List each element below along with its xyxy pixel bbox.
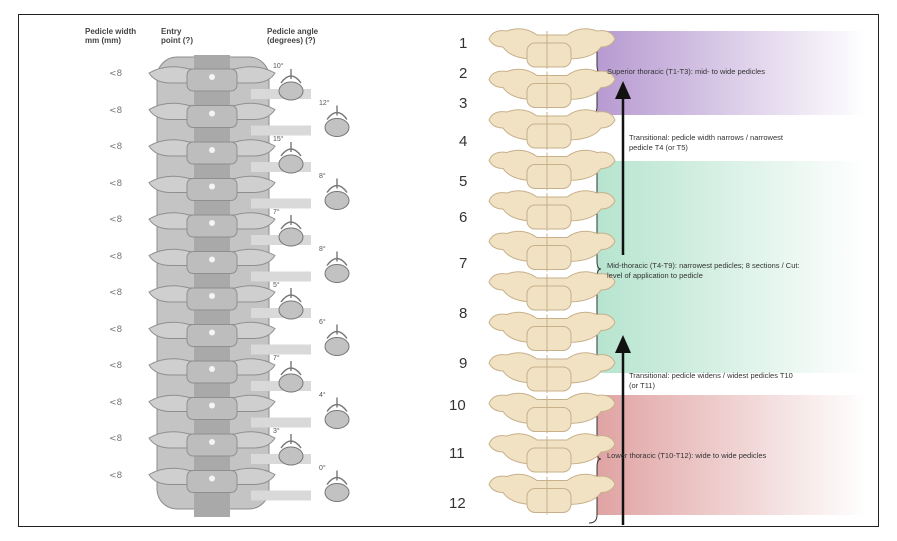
beige-vertebra [489,231,615,271]
vertebra-cross-section [279,288,303,319]
vertebra-cross-section [279,434,303,465]
figure-frame: Pedicle width mm (mm) Entry point (?) Pe… [18,14,879,527]
beige-vertebra [489,312,615,352]
gray-bar [251,126,311,136]
pedicle-angle-label: 5° [273,282,280,289]
beige-vertebra [489,150,615,190]
vertebra-cross-section [325,179,349,210]
vertebra-cross-section [325,471,349,502]
pedicle-width-label: <8 [109,142,122,152]
transition-label-lower: Transitional: pedicle widens / widest pe… [629,371,799,391]
pedicle-angle-label: 8° [319,246,326,253]
pedicle-width-label: <8 [109,398,122,408]
gray-bar [251,199,311,209]
vertebra-level-number: 8 [459,305,467,322]
vertebra-level-number: 5 [459,173,467,190]
pedicle-width-label: <8 [109,325,122,335]
transition-label-upper: Transitional: pedicle width narrows / na… [629,133,804,153]
gray-bar [251,345,311,355]
vertebra-cross-section [279,361,303,392]
pedicle-width-label: <8 [109,252,122,262]
pedicle-angle-label: 3° [273,428,280,435]
zone-label-mid: Mid-thoracic (T4-T9): narrowest pedicles… [607,261,817,281]
zone-label-superior: Superior thoracic (T1-T3): mid- to wide … [607,67,827,77]
beige-spine-column [489,29,615,515]
pedicle-width-label: <8 [109,434,122,444]
pedicle-width-label: <8 [109,361,122,371]
pedicle-angle-label: 12° [319,100,330,107]
header-pedicle-width: Pedicle width mm (mm) [85,27,145,45]
pedicle-angle-label: 0° [319,465,326,472]
vertebra-cross-section [279,69,303,100]
vertebra-level-number: 7 [459,255,467,272]
pedicle-width-label: <8 [109,288,122,298]
beige-vertebra [489,191,615,231]
vertebra-cross-section [325,106,349,137]
vertebra-cross-section [279,215,303,246]
beige-vertebra [489,110,615,150]
vertebra-level-number: 4 [459,133,467,150]
beige-vertebra [489,474,615,514]
zone-label-lower: Lower thoracic (T10-T12): wide to wide p… [607,451,837,461]
pedicle-angle-label: 6° [319,319,326,326]
vertebra-level-number: 6 [459,209,467,226]
pedicle-angle-label: 15° [273,136,284,143]
pedicle-width-label: <8 [109,471,122,481]
beige-vertebra [489,393,615,433]
vertebra-level-number: 3 [459,95,467,112]
vertebra-level-number: 11 [449,445,465,462]
vertebra-level-number: 9 [459,355,467,372]
beige-vertebra [489,272,615,312]
pedicle-angle-label: 4° [319,392,326,399]
gray-bar [251,418,311,428]
vertebra-cross-section [279,142,303,173]
beige-vertebra [489,69,615,109]
beige-vertebra [489,434,615,474]
vertebra-cross-section [325,252,349,283]
header-pedicle-angle: Pedicle angle (degrees) (?) [267,27,337,45]
beige-vertebra [489,29,615,69]
vertebra-level-number: 12 [449,495,466,512]
pedicle-angle-label: 7° [273,355,280,362]
pedicle-width-label: <8 [109,106,122,116]
pedicle-width-label: <8 [109,179,122,189]
vertebra-cross-section [325,398,349,429]
vertebra-cross-section [325,325,349,356]
header-entry-point: Entry point (?) [161,27,201,45]
gray-bar [251,491,311,501]
vertebra-level-number: 1 [459,35,467,52]
pedicle-width-label: <8 [109,215,122,225]
pedicle-width-label: <8 [109,69,122,79]
pedicle-angle-label: 7° [273,209,280,216]
vertebra-level-number: 10 [449,397,466,414]
pedicle-angle-label: 8° [319,173,326,180]
vertebra-level-number: 2 [459,65,467,82]
beige-vertebra [489,353,615,393]
gray-bar [251,272,311,282]
pedicle-angle-label: 10° [273,63,284,70]
